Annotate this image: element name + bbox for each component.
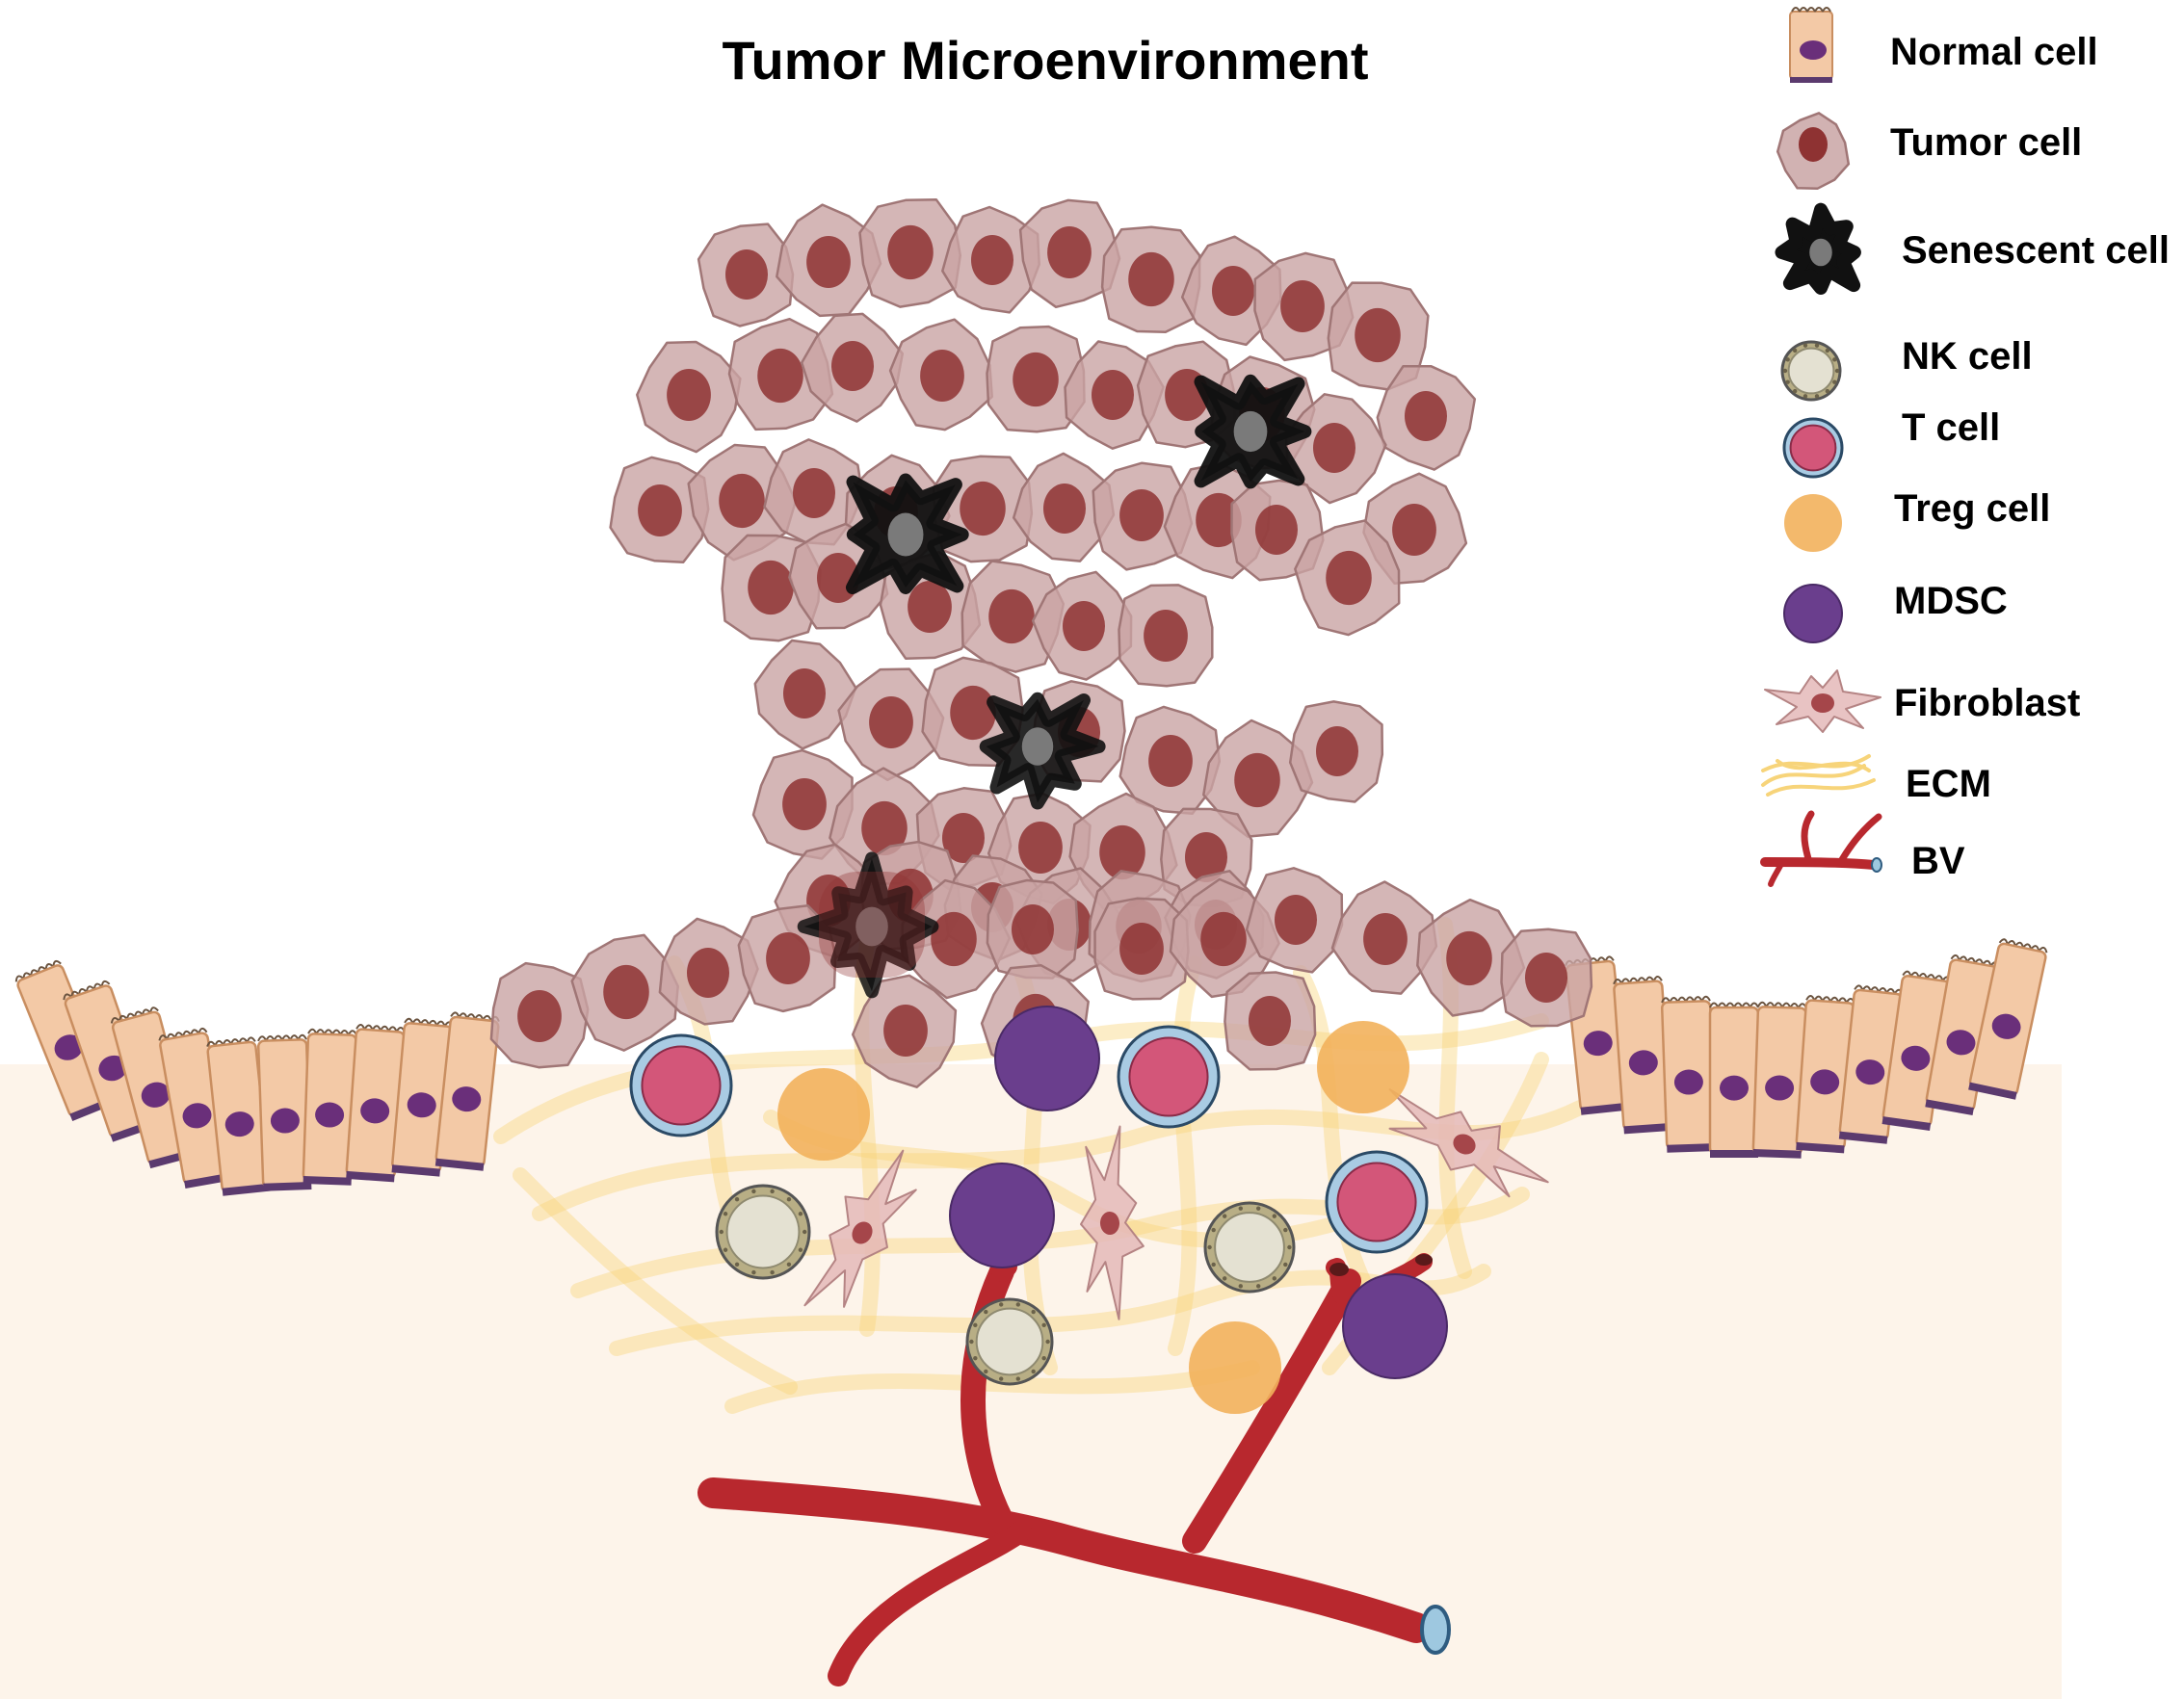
tumor-cell — [697, 222, 795, 327]
nk-cell — [715, 1184, 811, 1280]
fibroblast-icon — [1764, 669, 1881, 733]
blood-vessel-branch — [828, 1521, 1032, 1686]
tumor-cell — [901, 878, 1012, 1000]
tumor-cell — [1092, 461, 1194, 571]
tumor-cell — [1064, 340, 1165, 450]
normal-cell — [391, 1017, 454, 1177]
tumor-cell — [1224, 971, 1317, 1071]
senescent-cell — [979, 692, 1106, 810]
normal-cell — [1968, 938, 2048, 1100]
senescent-cell — [846, 473, 969, 594]
tumor-cell — [1327, 281, 1430, 391]
legend-label-nk-cell: NK cell — [1902, 335, 2033, 378]
treg-cell — [1317, 1021, 1409, 1113]
tumor-cell — [636, 340, 742, 454]
tumor-cell — [1500, 928, 1593, 1028]
tumor-cell — [1330, 880, 1438, 995]
tumor-cell — [858, 197, 962, 308]
tumor-cell-icon — [1776, 112, 1851, 191]
blood-vessel-lumen — [1420, 1605, 1451, 1655]
treg-cell — [1189, 1321, 1281, 1414]
tumor-cell — [851, 974, 958, 1088]
blood-vessel-end — [1329, 1263, 1349, 1276]
normal-cell — [256, 1033, 313, 1191]
tumor-cell — [941, 205, 1040, 314]
legend-label-tumor-cell: Tumor cell — [1890, 121, 2083, 164]
nk-cell — [965, 1297, 1054, 1386]
blood-vessel-end — [1415, 1254, 1433, 1266]
tumor-cell — [1118, 584, 1214, 688]
legend-label-senescent-cell: Senescent cell — [1902, 229, 2170, 272]
legend-label-mdsc: MDSC — [1894, 580, 2008, 622]
legend-label-fibroblast: Fibroblast — [1894, 682, 2081, 724]
ecm-icon — [1761, 754, 1876, 797]
tumor-cell — [753, 639, 857, 750]
tumor-cell — [1376, 364, 1477, 471]
mdsc-icon — [1783, 584, 1843, 643]
tumor-cell — [687, 443, 798, 562]
normal-cell — [1751, 1001, 1808, 1159]
tumor-cell — [1245, 867, 1344, 974]
ecm-fiber — [513, 1167, 798, 1395]
tumor-cell — [888, 318, 993, 431]
normal-cell — [434, 1011, 500, 1171]
legend-label-t-cell: T cell — [1902, 406, 2001, 449]
senescent-cell-icon — [1775, 202, 1861, 295]
tumor-cell — [1416, 898, 1526, 1017]
tumor-cell — [489, 961, 590, 1069]
diagram-title: Tumor Microenvironment — [722, 30, 1369, 91]
tumor-cell — [570, 933, 679, 1052]
tumor-cell — [1012, 452, 1116, 562]
treg-cell-icon — [1784, 494, 1842, 552]
fibroblast — [1080, 1125, 1145, 1320]
legend-label-treg-cell: Treg cell — [1894, 487, 2051, 530]
senescent-cell — [797, 851, 939, 999]
tumor-cell — [727, 317, 834, 431]
blood-vessel-icon — [1760, 810, 1882, 887]
t-cell-icon — [1782, 417, 1844, 479]
t-cell — [1117, 1025, 1221, 1129]
legend-label-bv: BV — [1911, 840, 1965, 882]
tumor-cell — [1202, 719, 1314, 838]
blood-vessel-branch — [697, 1477, 1432, 1643]
t-cell — [629, 1033, 733, 1137]
blood-vessel-branch — [1182, 1268, 1361, 1554]
tumor-cell — [960, 560, 1066, 673]
tumor-cell — [1100, 225, 1201, 334]
tumor-cell — [1230, 479, 1325, 582]
tumor-cell — [763, 438, 864, 546]
tumor-cell — [751, 748, 854, 860]
ecm-fiber — [1168, 955, 1202, 1356]
mdsc — [949, 1163, 1055, 1268]
tumor-cell — [1018, 198, 1121, 309]
normal-cell — [1795, 995, 1855, 1154]
mdsc — [994, 1006, 1100, 1111]
tumor-cell — [1031, 570, 1133, 681]
tumor-cell — [1294, 519, 1401, 637]
senescent-cell — [1194, 374, 1312, 489]
normal-cell — [302, 1028, 358, 1186]
fibroblast — [1388, 1088, 1549, 1198]
nk-cell-icon — [1780, 340, 1842, 402]
nk-cell — [1203, 1201, 1296, 1294]
normal-cell — [1660, 995, 1717, 1153]
mdsc — [1342, 1273, 1448, 1379]
t-cell — [1325, 1150, 1429, 1254]
normal-cell — [1708, 1002, 1760, 1158]
legend-label-ecm: ECM — [1906, 763, 1991, 805]
tumor-cell — [1288, 700, 1384, 803]
treg-cell — [777, 1068, 870, 1161]
normal-cell-icon — [1789, 7, 1833, 83]
tumor-cell — [986, 878, 1079, 980]
tumor-cell — [986, 325, 1086, 433]
fibroblast — [803, 1149, 917, 1308]
legend-label-normal-cell: Normal cell — [1890, 31, 2098, 73]
